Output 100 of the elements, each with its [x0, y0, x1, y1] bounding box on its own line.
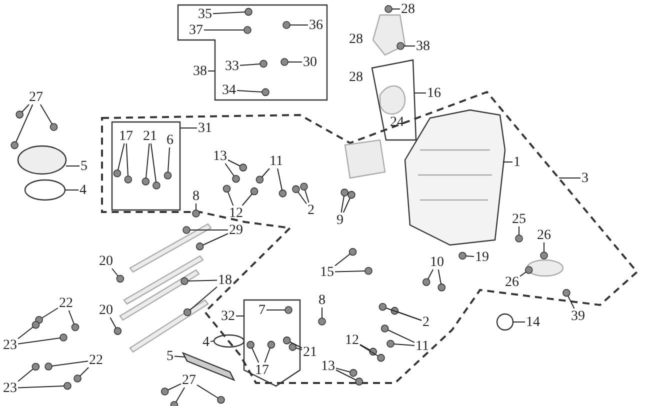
- callout-number: 32: [221, 310, 235, 322]
- callout-number: 9: [336, 214, 344, 226]
- assembly-frame: [372, 60, 416, 140]
- callout-number: 17: [119, 130, 133, 142]
- callout-number: 34: [222, 84, 236, 96]
- leader-line: [168, 147, 170, 172]
- callout-number: 28: [401, 2, 415, 16]
- callout-number: 27: [29, 90, 43, 104]
- leader-line: [342, 198, 350, 213]
- leader-line: [208, 70, 216, 72]
- callout-number: 13: [213, 150, 227, 162]
- callout-number: 19: [475, 250, 489, 264]
- leader-line: [126, 143, 128, 176]
- callout-number: 2: [308, 204, 314, 216]
- callout-number: 12: [229, 206, 243, 220]
- callout-number: 26: [505, 276, 519, 288]
- callout-number: 1: [514, 156, 520, 168]
- callout-number: 23: [3, 338, 17, 352]
- leader-line: [112, 268, 118, 276]
- callout-number: 5: [166, 350, 174, 362]
- callout-number: 23: [3, 382, 17, 394]
- leader-line: [80, 367, 89, 376]
- callout-number: 24: [390, 116, 404, 128]
- callout-number: 7: [258, 304, 266, 316]
- leader-line: [334, 270, 366, 272]
- callout-number: 20: [99, 254, 113, 268]
- leader-line: [388, 330, 415, 343]
- callout-number: 38: [416, 40, 430, 52]
- leader-line: [168, 383, 182, 390]
- leader-line: [118, 143, 125, 170]
- leader-line: [240, 64, 260, 66]
- callout-number: 27: [182, 374, 196, 386]
- callout-number: 28: [349, 32, 363, 46]
- leader-line: [40, 104, 52, 124]
- leader-line: [298, 192, 307, 204]
- leader-line: [360, 344, 370, 350]
- callout-number: 6: [166, 134, 174, 146]
- leader-line: [438, 269, 442, 284]
- callout-number: 3: [582, 172, 588, 184]
- leader-line: [18, 326, 34, 340]
- leader-line: [210, 340, 214, 342]
- leader-line: [176, 387, 186, 402]
- leader-line: [16, 104, 34, 142]
- leader-line: [224, 163, 234, 176]
- leader-line: [340, 196, 344, 213]
- leader-line: [336, 370, 356, 380]
- leader-line: [202, 233, 228, 246]
- callout-number: 39: [571, 310, 585, 322]
- leader-line: [236, 90, 262, 92]
- callout-number: 5: [80, 160, 88, 172]
- leader-line: [252, 348, 260, 363]
- leader-line: [18, 338, 60, 344]
- leader-line: [18, 368, 34, 382]
- leader-line: [520, 272, 526, 277]
- leader-line: [18, 386, 64, 388]
- leader-line: [22, 104, 30, 112]
- assembly-frame: [244, 300, 300, 386]
- callout-number: 36: [309, 18, 323, 32]
- callout-number: 33: [225, 60, 239, 72]
- leader-line: [394, 344, 415, 346]
- callout-number: 11: [416, 340, 429, 352]
- leader-line: [242, 194, 252, 206]
- leader-line: [42, 308, 58, 318]
- callout-number: 31: [198, 122, 212, 134]
- leader-line: [304, 190, 310, 203]
- leader-line: [190, 286, 218, 310]
- leader-line: [188, 280, 218, 282]
- callout-number: 17: [255, 364, 269, 376]
- callout-number: 13: [321, 360, 335, 372]
- callout-number: 20: [99, 304, 113, 316]
- leader-line: [150, 143, 156, 182]
- callout-number: 4: [202, 336, 210, 348]
- callout-number: 14: [526, 316, 540, 328]
- leader-line: [414, 92, 426, 94]
- callout-number: 15: [320, 266, 334, 278]
- callout-number: 2: [422, 316, 430, 328]
- leader-line: [290, 24, 308, 26]
- callout-number: 30: [303, 56, 317, 68]
- callout-number: 35: [198, 8, 212, 20]
- leader-line: [334, 254, 350, 266]
- callout-number: 18: [218, 274, 232, 286]
- callout-number: 38: [193, 64, 207, 78]
- callout-number: 8: [192, 190, 200, 202]
- leader-line: [212, 12, 246, 14]
- callout-number: 12: [345, 334, 359, 346]
- leader-line: [68, 310, 74, 324]
- callout-number: 29: [229, 224, 243, 236]
- callout-number: 22: [59, 296, 73, 310]
- leader-line: [228, 160, 240, 166]
- leader-line: [277, 168, 282, 190]
- leader-line: [398, 312, 422, 321]
- callout-number: 28: [349, 70, 363, 84]
- leader-line: [518, 226, 520, 236]
- leader-line: [196, 384, 218, 398]
- callout-number: 22: [89, 354, 103, 366]
- callout-number: 11: [270, 154, 283, 168]
- assembly-frame: [178, 5, 327, 100]
- leader-line: [296, 348, 302, 350]
- callout-number: 16: [427, 86, 441, 100]
- leader-line: [392, 8, 400, 10]
